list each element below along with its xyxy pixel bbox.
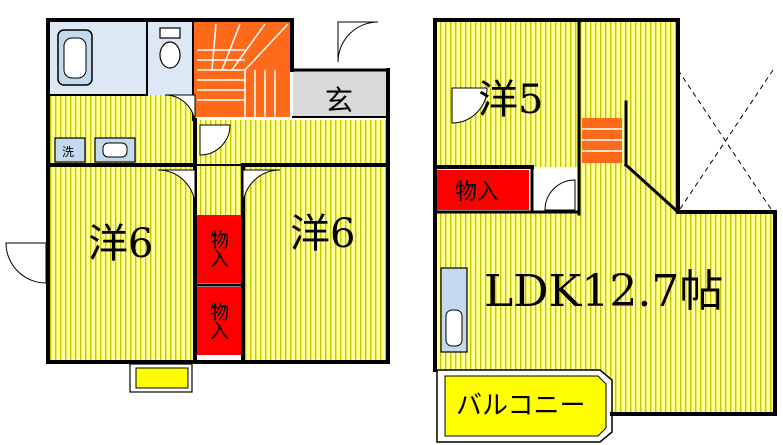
right-bedroom-door-swing <box>242 169 281 206</box>
washroom-door-swing <box>164 94 196 126</box>
toilet-bowl-icon <box>159 41 181 69</box>
first-floor-doors <box>5 21 379 284</box>
window-planter-fill <box>135 367 189 389</box>
hallway-strip-floor <box>195 165 243 215</box>
room-western-6-left-floor <box>50 165 195 360</box>
ldk-link-floor <box>579 167 678 212</box>
entry-door-swing <box>337 21 379 63</box>
first-floor-walls <box>46 18 390 364</box>
bathtub-inner-icon <box>63 37 87 79</box>
side-door-swing <box>5 242 47 284</box>
balcony-label: バルコニー <box>456 391 585 421</box>
room-label-western-6-right: 洋6 <box>290 211 355 257</box>
sink-basin-icon <box>102 142 128 158</box>
room-western-6-right-floor <box>243 165 386 360</box>
left-bedroom-door-swing <box>157 169 196 206</box>
room-label-western-5: 洋5 <box>478 77 543 123</box>
room-label-entrance: 玄 <box>325 84 353 117</box>
second-floor-walls <box>433 18 777 416</box>
washing-machine-icon <box>54 137 86 163</box>
storage-upper-label: 物入 <box>207 230 229 268</box>
entrance-floor <box>293 70 386 117</box>
balcony-fill <box>444 375 607 437</box>
washer-label: 洗 <box>62 145 74 159</box>
kitchen-sink-icon <box>445 309 463 347</box>
stair-treads <box>197 23 289 117</box>
toilet-tank-icon <box>159 27 181 39</box>
hall-door-swing-second <box>544 179 576 211</box>
void-cross <box>677 69 774 213</box>
storage-second <box>437 170 529 210</box>
storage-second-label: 物入 <box>455 180 499 205</box>
first-floor: 洗 <box>5 18 390 393</box>
room-label-western-6-left: 洋6 <box>88 221 153 267</box>
room-label-ldk: LDK12.7帖 <box>484 266 723 317</box>
hall-door-swing <box>199 124 231 156</box>
storage-lower-label: 物入 <box>207 302 229 340</box>
second-floor: 洋5 物入 LDK12.7帖 バルコニー <box>433 18 777 443</box>
storage-lower <box>195 287 241 355</box>
stair-treads-second <box>582 128 622 152</box>
second-floor-doors <box>451 87 576 211</box>
storage-upper <box>195 215 241 283</box>
bedroom5-door-swing <box>451 87 488 124</box>
